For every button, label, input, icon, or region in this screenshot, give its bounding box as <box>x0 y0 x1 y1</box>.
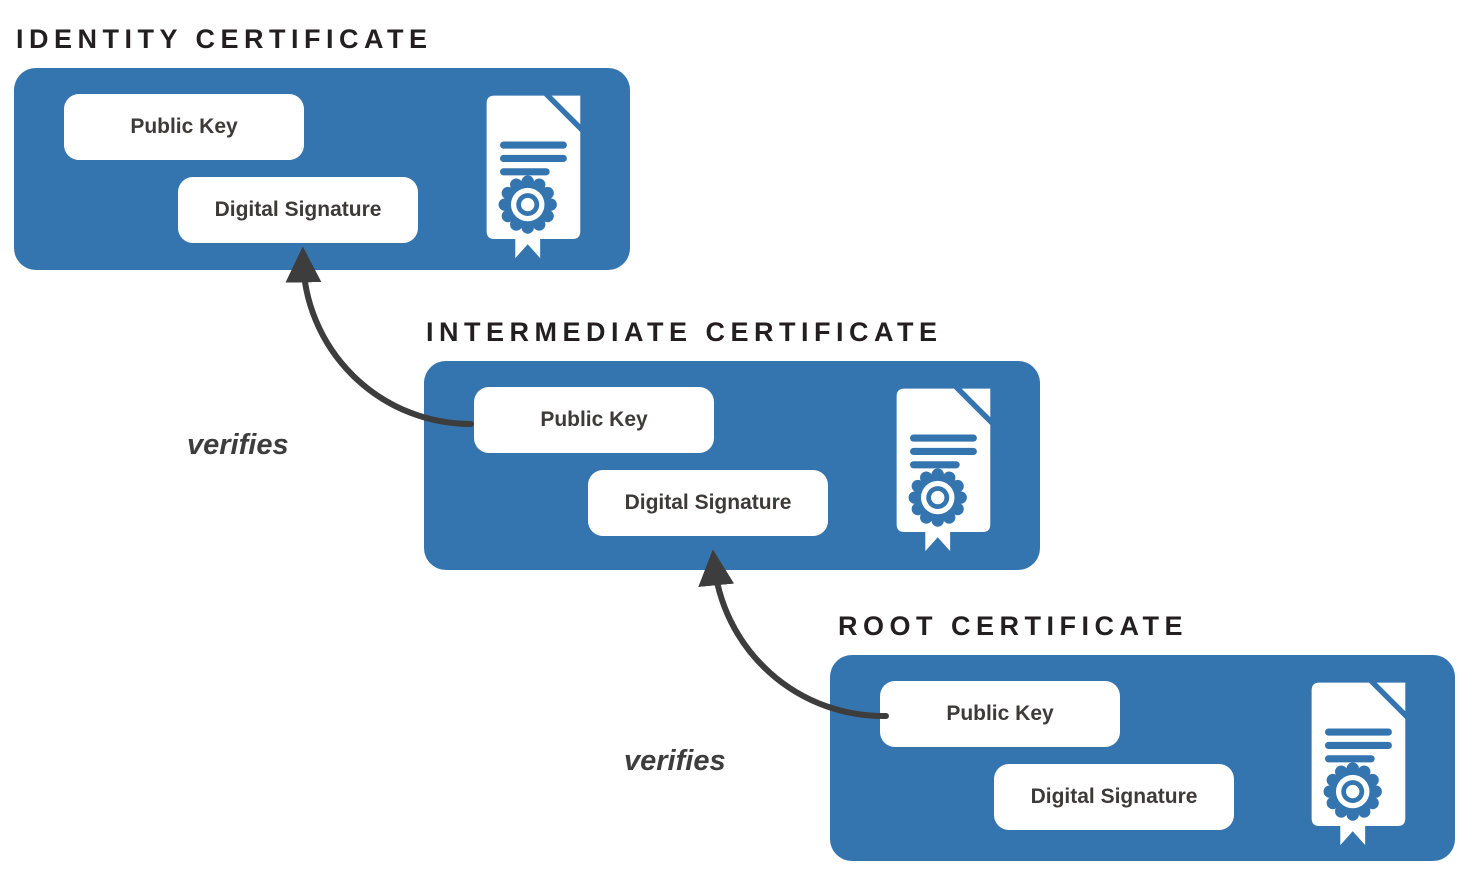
public-key-chip: Public Key <box>474 387 714 453</box>
root-certificate-title: ROOT CERTIFICATE <box>838 611 1188 641</box>
digital-signature-chip: Digital Signature <box>994 764 1234 830</box>
root-certificate-group: ROOT CERTIFICATE Public Key Digital Sign… <box>830 611 1455 861</box>
certificate-icon <box>475 88 590 260</box>
intermediate-certificate-panel: Public Key Digital Signature <box>424 361 1040 570</box>
digital-signature-chip: Digital Signature <box>588 470 828 536</box>
verifies-label: verifies <box>187 429 289 461</box>
digital-signature-label: Digital Signature <box>1030 785 1198 808</box>
certificate-icon <box>1300 675 1415 847</box>
identity-certificate-panel: Public Key Digital Signature <box>14 68 630 270</box>
digital-signature-label: Digital Signature <box>214 198 382 221</box>
public-key-label: Public Key <box>130 115 238 138</box>
root-certificate-panel: Public Key Digital Signature <box>830 655 1455 861</box>
public-key-label: Public Key <box>946 702 1054 725</box>
intermediate-certificate-title: INTERMEDIATE CERTIFICATE <box>426 317 943 347</box>
identity-certificate-group: IDENTITY CERTIFICATE Public Key Digital … <box>14 24 630 270</box>
digital-signature-label: Digital Signature <box>624 491 792 514</box>
verifies-label: verifies <box>624 745 726 777</box>
public-key-label: Public Key <box>540 408 648 431</box>
digital-signature-chip: Digital Signature <box>178 177 418 243</box>
public-key-chip: Public Key <box>880 681 1120 747</box>
identity-certificate-title: IDENTITY CERTIFICATE <box>16 24 433 54</box>
certificate-icon <box>885 381 1000 553</box>
intermediate-certificate-group: INTERMEDIATE CERTIFICATE Public Key Digi… <box>424 317 1040 570</box>
public-key-chip: Public Key <box>64 94 304 160</box>
